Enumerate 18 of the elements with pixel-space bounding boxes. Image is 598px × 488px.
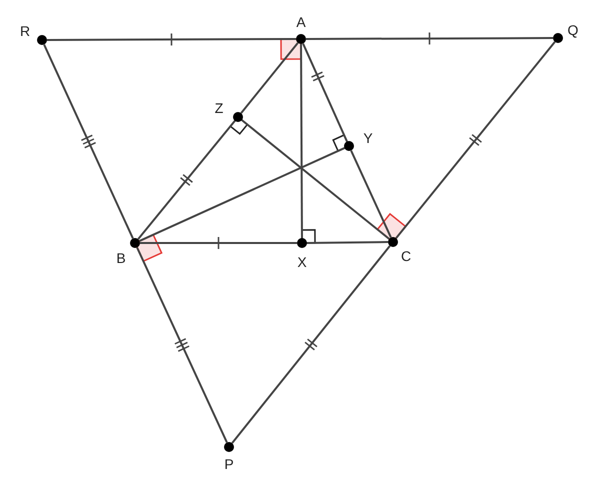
point-dot (553, 33, 563, 43)
point-label: Y (363, 130, 373, 146)
point-dot (233, 112, 243, 122)
point-dot (296, 34, 306, 44)
point-dot (37, 35, 47, 45)
point-dot (388, 237, 398, 247)
point-label: P (224, 456, 234, 472)
point-label: C (400, 248, 412, 264)
point-label: R (20, 23, 30, 39)
point-dot (344, 141, 354, 151)
point-dot (130, 238, 140, 248)
point-dot (297, 238, 307, 248)
point-label: A (296, 14, 306, 30)
point-label: B (116, 250, 126, 266)
point-label: Q (568, 22, 578, 38)
point-label: X (297, 254, 307, 270)
point-label: Z (214, 100, 224, 116)
point-dot (224, 442, 234, 452)
